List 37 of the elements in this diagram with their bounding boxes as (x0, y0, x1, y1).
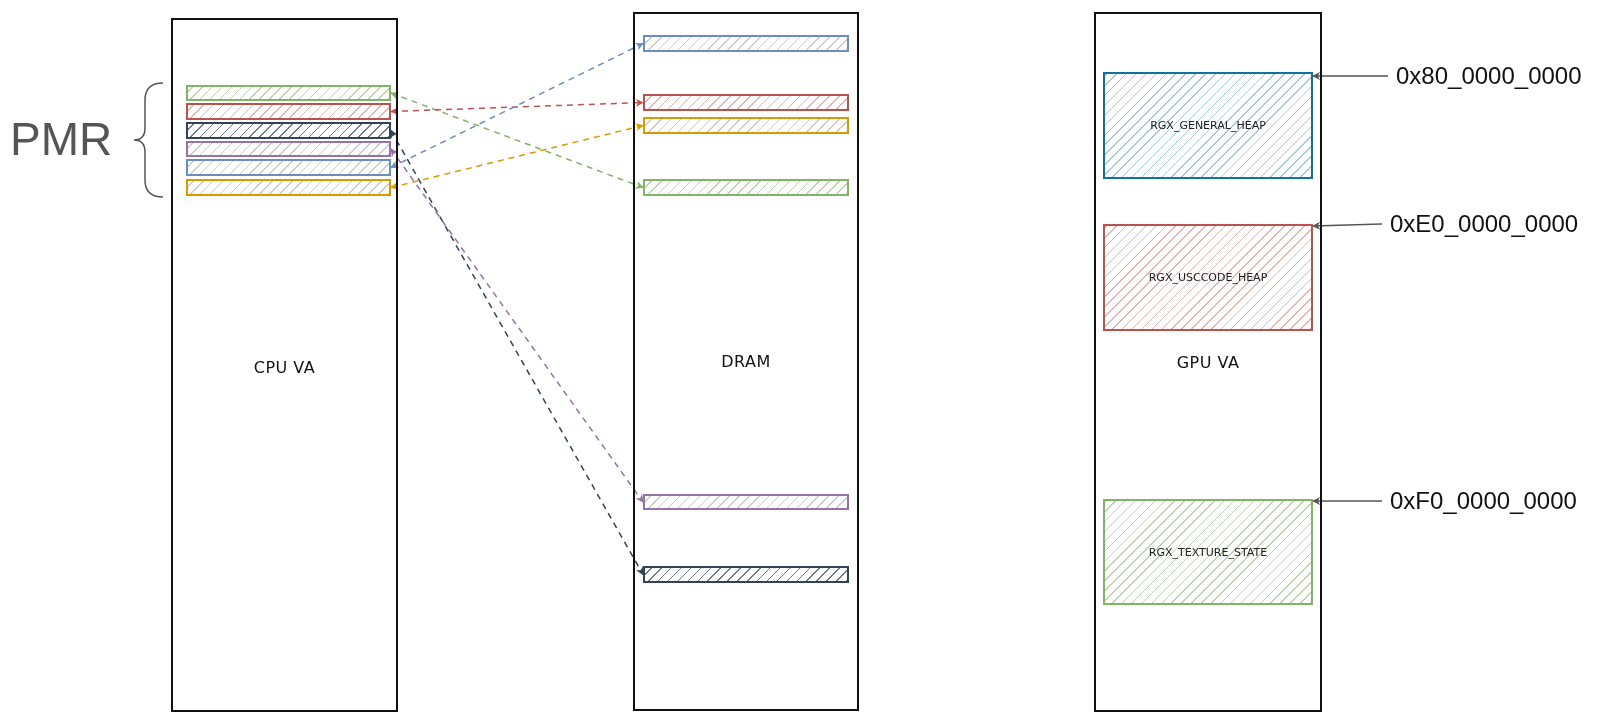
memory-column (1094, 12, 1322, 712)
memory-region-bar (186, 141, 391, 157)
arrow (390, 123, 644, 190)
arrow (390, 98, 644, 116)
heap-region (1103, 224, 1313, 331)
memory-region-bar (186, 159, 391, 176)
arrow (1312, 221, 1383, 230)
heap-label: RGX_USCCODE_HEAP (1148, 271, 1268, 284)
heap-label: RGX_TEXTURE_STATE (1148, 545, 1268, 559)
memory-region-bar (186, 85, 391, 101)
column-label: DRAM (720, 352, 772, 371)
memory-column (171, 18, 398, 712)
arrow (1312, 72, 1389, 80)
heap-region (1103, 499, 1313, 605)
heap-label: RGX_GENERAL_HEAP (1150, 119, 1266, 132)
memory-region-bar (643, 179, 849, 196)
column-label: GPU VA (1175, 353, 1241, 372)
memory-region-bar (643, 566, 849, 583)
memory-region-bar (186, 103, 391, 120)
arrow (390, 129, 644, 576)
address-label: 0x80_0000_0000 (1396, 60, 1616, 92)
arrow (1312, 497, 1383, 505)
memory-region-bar (643, 117, 849, 134)
heap-region (1103, 72, 1313, 179)
memory-region-bar (186, 122, 391, 139)
bracket-label: PMR (10, 112, 113, 166)
arrow (390, 91, 644, 189)
memory-region-bar (643, 494, 849, 510)
memory-region-bar (186, 179, 391, 196)
arrow (390, 148, 644, 503)
arrow (390, 42, 644, 169)
memory-column (633, 12, 859, 711)
memory-region-bar (643, 94, 849, 111)
column-label: CPU VA (252, 358, 317, 377)
memory-region-bar (643, 35, 849, 52)
address-label: 0xE0_0000_0000 (1390, 208, 1616, 240)
address-label: 0xF0_0000_0000 (1390, 485, 1616, 517)
